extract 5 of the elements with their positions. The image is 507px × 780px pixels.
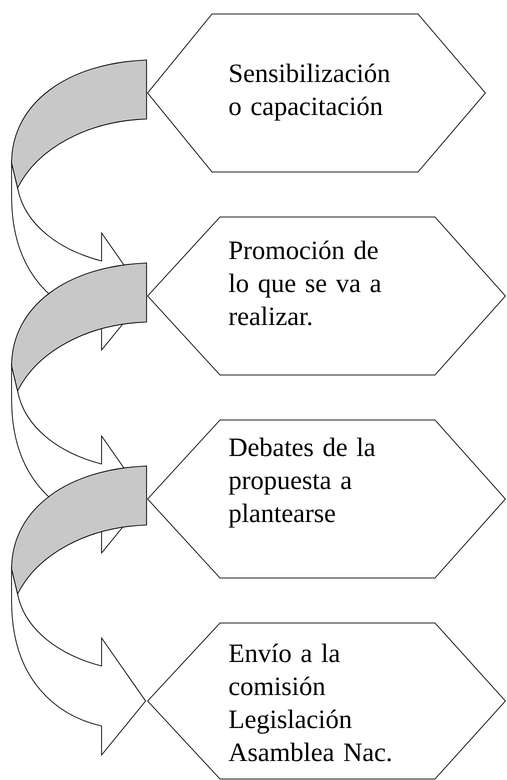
curved-arrow (11, 466, 147, 756)
hexagon: Promoción de lo que se va a realizar. (147, 216, 506, 376)
hexagon: Debates de la propuesta a plantearse (147, 420, 506, 578)
hexagon: Sensibilización o capacitación (147, 14, 486, 172)
hexagon: Envío a la comisión Legislación Asamblea Nac. (147, 622, 506, 780)
